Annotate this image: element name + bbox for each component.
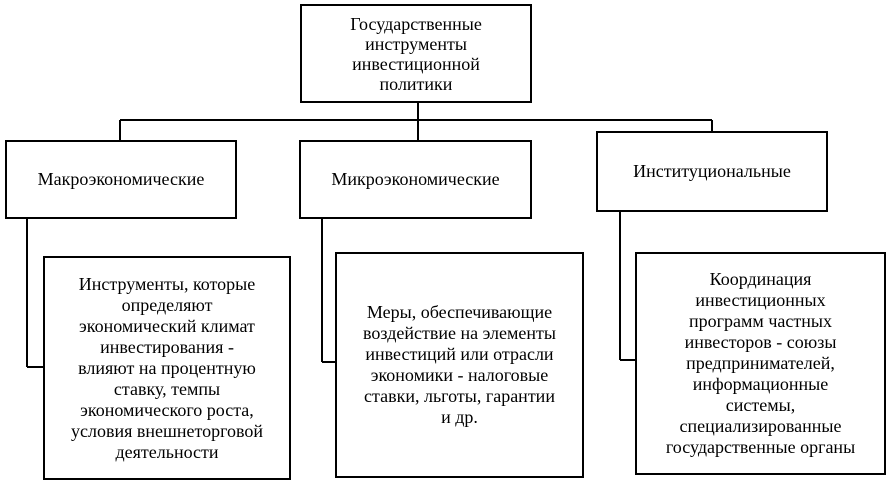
description-line: инвестиций или отрасли [365,344,554,364]
root-line: инструменты [365,33,467,54]
description-line: программ частных [689,311,832,331]
description-micro-box: Меры, обеспечивающие воздействие на элем… [335,252,584,478]
description-macro-text: Инструменты, которые определяют экономич… [71,274,263,463]
root-box: Государственные инструменты инвестиционн… [300,4,532,103]
description-line: Инструменты, которые [78,273,256,294]
description-inst-text: Координация инвестиционных программ част… [666,269,855,458]
description-inst-box: Координация инвестиционных программ част… [635,252,886,475]
description-line: экономический климат [79,315,255,336]
description-line: экономического роста, [80,399,254,420]
description-line: Меры, обеспечивающие [366,302,553,322]
description-line: ставки, льготы, гарантии [364,386,555,406]
category-inst-label: Институциональные [633,161,791,181]
description-line: влияют на процентную [78,357,256,378]
description-line: предпринимателей, [686,353,835,373]
category-macro-box: Макроэкономические [5,140,237,219]
category-inst-box: Институциональные [596,131,828,212]
root-line: Государственные [350,13,482,34]
root-line: инвестиционной [352,53,480,74]
description-line: системы, [725,395,796,415]
description-line: деятельности [115,441,219,462]
description-line: воздействие на элементы [363,323,556,343]
description-line: условия внешнеторговой [70,420,264,441]
description-line: экономики - налоговые [370,365,549,385]
root-line: политики [379,73,453,94]
description-macro-box: Инструменты, которые определяют экономич… [43,256,291,480]
category-macro-label: Макроэкономические [37,169,205,189]
description-line: инвесторов - союзы [684,332,837,352]
description-line: ставку, темпы [113,378,221,399]
description-line: Координация [709,269,812,289]
description-line: инвестирования - [100,336,234,357]
category-micro-box: Микроэкономические [299,140,532,219]
description-line: специализированные [679,416,842,436]
description-line: инвестиционных [695,290,826,310]
description-micro-text: Меры, обеспечивающие воздействие на элем… [363,302,556,428]
description-line: определяют [121,294,213,315]
description-line: информационные [692,374,829,394]
description-line: государственные органы [665,437,856,457]
category-micro-label: Микроэкономические [331,169,500,189]
description-line: и др. [441,407,478,427]
root-label: Государственные инструменты инвестиционн… [350,14,482,94]
